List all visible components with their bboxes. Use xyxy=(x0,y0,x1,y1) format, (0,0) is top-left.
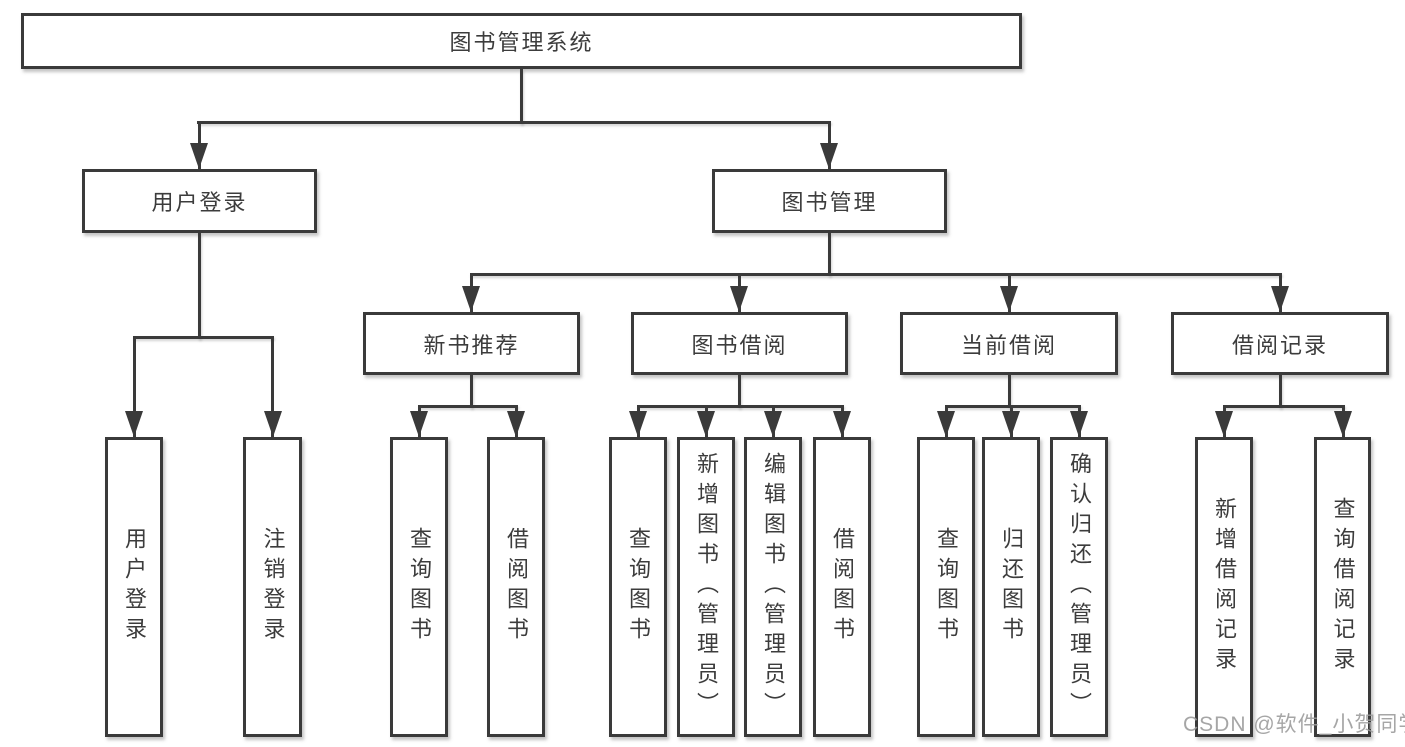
leaf-bb-add-books-admin: 新增图书（管理员） xyxy=(677,437,735,737)
leaf-bb-add-books-admin-label: 新增图书（管理员） xyxy=(694,452,719,722)
leaf-user-login: 用户登录 xyxy=(105,437,163,737)
leaf-logout-login-label: 注销登录 xyxy=(260,527,286,647)
node-book-management-label: 图书管理 xyxy=(781,190,878,215)
connector-root-rail xyxy=(197,121,831,124)
node-borrow-records: 借阅记录 xyxy=(1171,312,1389,375)
connector-borrow-records-rail xyxy=(1222,405,1345,408)
arrow-to-leaf-bb-add xyxy=(704,408,708,437)
connector-root-stem xyxy=(520,69,523,124)
leaf-logout-login: 注销登录 xyxy=(243,437,302,737)
node-new-book-recommend-label: 新书推荐 xyxy=(423,332,520,358)
node-book-borrow: 图书借阅 xyxy=(631,312,848,375)
leaf-br-query-record: 查询借阅记录 xyxy=(1314,437,1371,737)
leaf-bb-query-books-label: 查询图书 xyxy=(626,527,651,647)
node-user-login-label: 用户登录 xyxy=(151,190,248,215)
node-current-borrow-label: 当前借阅 xyxy=(960,332,1057,358)
arrow-to-leaf-br-add xyxy=(1222,408,1226,437)
arrow-to-new-book-recommend xyxy=(469,276,473,312)
arrow-to-user-login xyxy=(197,121,201,169)
leaf-cb-return-books: 归还图书 xyxy=(982,437,1040,737)
leaf-cb-query-books-label: 查询图书 xyxy=(934,527,959,647)
arrow-to-leaf-cb-query xyxy=(944,408,948,437)
arrow-to-leaf-user-login xyxy=(132,339,136,437)
arrow-to-book-borrow xyxy=(737,276,741,312)
leaf-cb-confirm-return-admin-label: 确认归还（管理员） xyxy=(1067,452,1092,722)
node-new-book-recommend: 新书推荐 xyxy=(363,312,580,375)
csdn-watermark: CSDN @软件_小贺同学 xyxy=(1183,713,1405,736)
connector-new-book-stem xyxy=(469,375,473,408)
connector-current-borrow-rail xyxy=(944,405,1081,408)
leaf-nb-borrow-books: 借阅图书 xyxy=(487,437,545,737)
arrow-to-leaf-bb-query xyxy=(636,408,640,437)
arrow-to-leaf-bb-edit xyxy=(771,408,775,437)
leaf-nb-borrow-books-label: 借阅图书 xyxy=(504,527,529,647)
leaf-cb-confirm-return-admin: 确认归还（管理员） xyxy=(1050,437,1108,737)
node-library-system: 图书管理系统 xyxy=(21,13,1022,69)
arrow-to-book-management xyxy=(827,121,831,169)
leaf-bb-edit-books-admin: 编辑图书（管理员） xyxy=(744,437,802,737)
arrow-to-leaf-logout xyxy=(271,339,274,437)
arrow-to-borrow-records xyxy=(1278,276,1282,312)
node-current-borrow: 当前借阅 xyxy=(900,312,1118,375)
leaf-nb-query-books: 查询图书 xyxy=(390,437,448,737)
connector-user-login-rail xyxy=(132,336,274,339)
node-book-borrow-label: 图书借阅 xyxy=(691,332,788,358)
leaf-bb-query-books: 查询图书 xyxy=(609,437,667,737)
leaf-br-add-record-label: 新增借阅记录 xyxy=(1212,497,1237,677)
connector-new-book-rail xyxy=(417,405,518,408)
arrow-to-leaf-bb-borrow xyxy=(840,408,844,437)
leaf-cb-query-books: 查询图书 xyxy=(917,437,975,737)
leaf-bb-borrow-books: 借阅图书 xyxy=(813,437,871,737)
arrow-to-leaf-cb-return xyxy=(1009,408,1013,437)
leaf-bb-borrow-books-label: 借阅图书 xyxy=(830,527,855,647)
arrow-to-leaf-br-query xyxy=(1341,408,1345,437)
connector-book-borrow-rail xyxy=(636,405,844,408)
connector-book-management-rail xyxy=(469,273,1282,276)
leaf-bb-edit-books-admin-label: 编辑图书（管理员） xyxy=(761,452,786,722)
connector-current-borrow-stem xyxy=(1007,375,1011,408)
leaf-cb-return-books-label: 归还图书 xyxy=(999,527,1024,647)
node-book-management: 图书管理 xyxy=(712,169,947,233)
leaf-user-login-label: 用户登录 xyxy=(122,527,147,647)
leaf-nb-query-books-label: 查询图书 xyxy=(407,527,432,647)
node-borrow-records-label: 借阅记录 xyxy=(1231,332,1328,358)
node-user-login: 用户登录 xyxy=(82,169,317,233)
connector-user-login-stem xyxy=(198,233,201,339)
arrow-to-current-borrow xyxy=(1007,276,1011,312)
connector-borrow-records-stem xyxy=(1278,375,1282,408)
leaf-br-query-record-label: 查询借阅记录 xyxy=(1330,497,1356,677)
leaf-br-add-record: 新增借阅记录 xyxy=(1195,437,1253,737)
arrow-to-leaf-nb-query xyxy=(417,408,421,437)
connector-book-management-stem xyxy=(827,233,831,276)
arrow-to-leaf-nb-borrow xyxy=(514,408,518,437)
arrow-to-leaf-cb-confirm xyxy=(1077,408,1081,437)
node-library-system-label: 图书管理系统 xyxy=(449,30,594,55)
connector-book-borrow-stem xyxy=(737,375,741,408)
